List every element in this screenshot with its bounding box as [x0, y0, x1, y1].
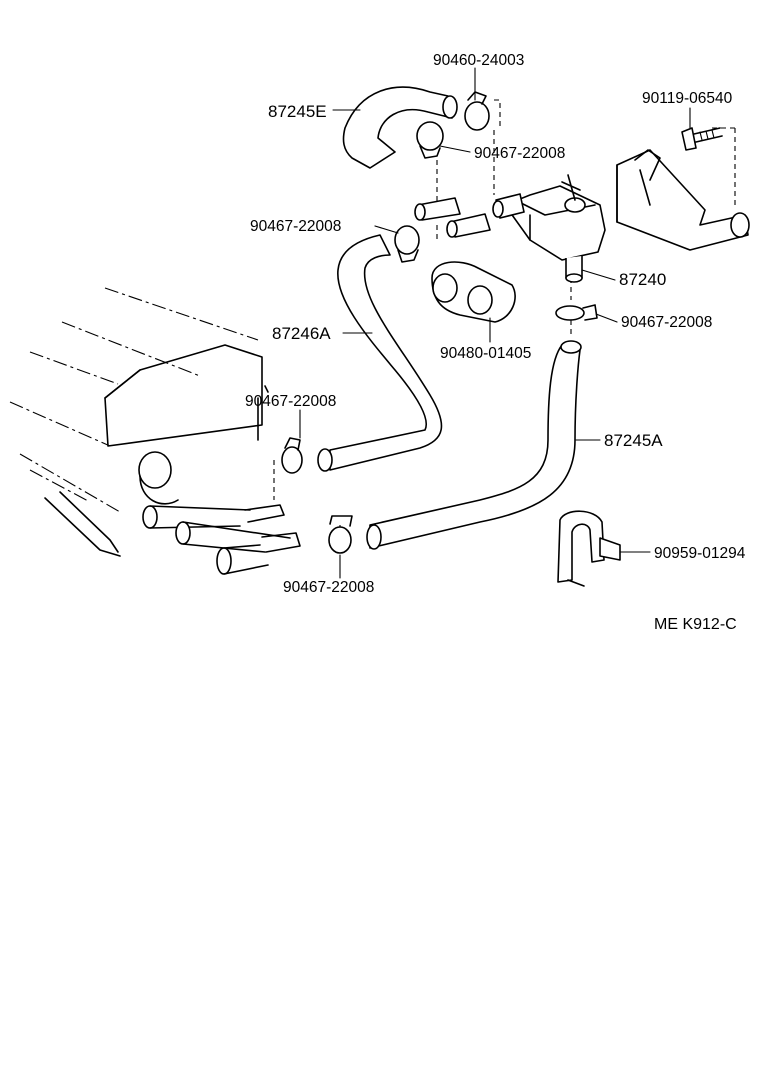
clamp-engine [281, 437, 303, 474]
fitting-upper-left [414, 197, 461, 221]
bracket [616, 149, 750, 251]
hose-87246a-end [317, 448, 333, 472]
leader-lines [299, 67, 691, 579]
assembly-lines [273, 99, 736, 530]
hose-87245e-end [442, 95, 458, 119]
label-90119-06540: 90119-06540 [642, 90, 733, 107]
hose-87245e [342, 86, 453, 169]
heater-pipes [44, 451, 301, 575]
hose-87245a [369, 344, 581, 549]
clamp-bottom [328, 515, 353, 554]
clip-90959-01294 [557, 510, 621, 587]
label-90467-22008-upper: 90467-22008 [474, 145, 565, 162]
label-90467-22008-engine: 90467-22008 [245, 393, 336, 410]
clamp-left [394, 225, 420, 263]
hose-87245a-end [366, 524, 382, 550]
water-valve-87240 [492, 174, 606, 283]
hose-87245a-top [560, 340, 582, 354]
label-87246a: 87246A [272, 324, 331, 343]
label-90460-24003: 90460-24003 [433, 52, 524, 69]
label-90467-22008-right: 90467-22008 [621, 314, 712, 331]
fitting-upper-right [446, 213, 491, 238]
clamp-90460-24003 [464, 91, 490, 131]
clamp-right [555, 304, 598, 321]
bolt-90119-06540 [681, 127, 723, 151]
reference-code: ME K912-C [654, 616, 737, 633]
hose-87246a [329, 234, 443, 471]
label-90480-01405: 90480-01405 [440, 345, 531, 362]
label-90467-22008-left: 90467-22008 [250, 218, 341, 235]
label-87245a: 87245A [604, 431, 663, 450]
label-87240: 87240 [619, 270, 666, 289]
clamp-upper [416, 121, 444, 159]
engine-block [9, 287, 269, 513]
label-87245e: 87245E [268, 102, 327, 121]
label-90959-01294: 90959-01294 [654, 545, 746, 562]
label-90467-22008-bottom: 90467-22008 [283, 579, 374, 596]
grommet-90480-01405 [431, 261, 516, 323]
